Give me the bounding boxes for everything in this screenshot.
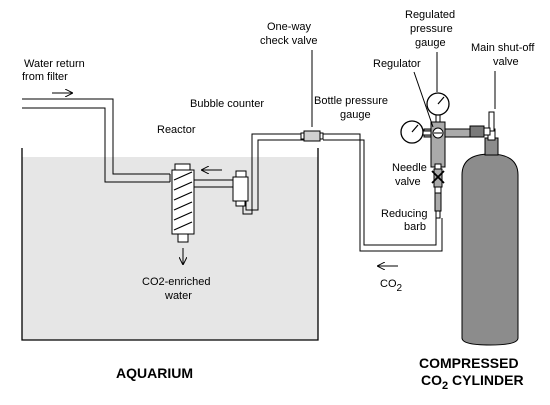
bubble-counter-label: Bubble counter bbox=[190, 98, 264, 110]
reducing-barb bbox=[434, 192, 442, 219]
co2-flow-main: CO bbox=[380, 278, 397, 290]
shutoff-valve-label-2: valve bbox=[493, 56, 519, 68]
reducing-barb-label-2: barb bbox=[404, 221, 426, 233]
co2-enriched-label-2: water bbox=[164, 290, 192, 302]
cylinder-title-1: COMPRESSED bbox=[419, 355, 519, 371]
needle-valve bbox=[431, 163, 445, 194]
cylinder-title-subscript: 2 bbox=[442, 380, 448, 392]
co2-supply-tube bbox=[323, 133, 443, 252]
bottle-gauge-label-1: Bottle pressure bbox=[314, 95, 388, 107]
regulator-label: Regulator bbox=[373, 58, 421, 70]
aquarium-tank-outline bbox=[21, 148, 319, 341]
regulated-gauge-label-3: gauge bbox=[415, 37, 446, 49]
co2-cylinder bbox=[461, 111, 519, 346]
bottle-pressure-gauge bbox=[400, 120, 424, 144]
aquarium-title: AQUARIUM bbox=[116, 365, 193, 381]
shutoff-valve-label-1: Main shut-off bbox=[471, 42, 535, 54]
bottle-gauge-label-2: gauge bbox=[340, 109, 371, 121]
counter-to-valve-tube bbox=[242, 133, 304, 215]
cylinder-title-prefix: CO bbox=[421, 372, 442, 388]
regulated-pressure-gauge bbox=[426, 92, 450, 116]
regulated-gauge-label-1: Regulated bbox=[405, 9, 455, 21]
main-shutoff-valve bbox=[469, 125, 491, 138]
co2-enriched-label-1: CO2-enriched bbox=[142, 276, 210, 288]
check-valve-label-1: One-way bbox=[267, 21, 312, 33]
cylinder-title-suffix: CYLINDER bbox=[448, 372, 523, 388]
bubble-counter bbox=[232, 170, 249, 207]
check-valve-label-2: check valve bbox=[260, 35, 317, 47]
reactor-label: Reactor bbox=[157, 124, 196, 136]
check-valve bbox=[300, 130, 324, 142]
regulator-assembly bbox=[422, 111, 471, 168]
regulator-leader bbox=[413, 71, 434, 128]
reducing-barb-label-1: Reducing bbox=[381, 208, 427, 220]
reactor bbox=[171, 163, 195, 243]
aquarium bbox=[21, 148, 319, 341]
water-return-label-1: Water return bbox=[24, 58, 85, 70]
reactor-feed-tube bbox=[194, 179, 233, 188]
co2-flow-label: CO2 bbox=[380, 278, 403, 294]
aquarium-water bbox=[22, 157, 318, 340]
water-return-pipe bbox=[22, 98, 171, 183]
co2-flow-subscript: 2 bbox=[397, 283, 403, 294]
regulated-gauge-label-2: pressure bbox=[410, 23, 453, 35]
needle-valve-label-2: valve bbox=[395, 176, 421, 188]
water-return-label-2: from filter bbox=[22, 71, 68, 83]
cylinder-title-2: CO2 CYLINDER bbox=[421, 372, 524, 392]
needle-valve-label-1: Needle bbox=[392, 162, 427, 174]
